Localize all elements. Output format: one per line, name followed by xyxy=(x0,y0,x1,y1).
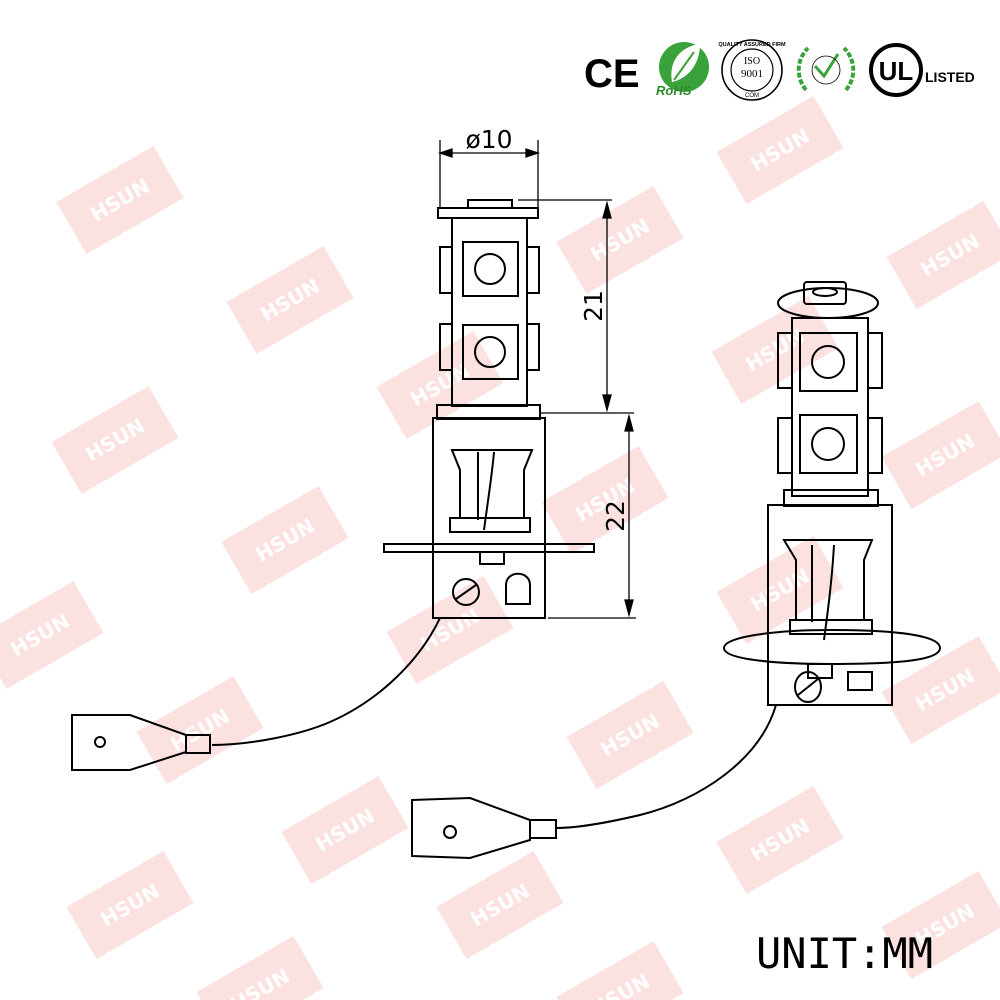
hsun-watermark: HSUN xyxy=(281,776,409,884)
hsun-watermark: HSUN xyxy=(196,936,324,1000)
led-chip xyxy=(799,414,858,474)
led-chip xyxy=(462,324,519,380)
hsun-watermark: HSUN xyxy=(556,186,684,294)
diameter-label: ø10 xyxy=(465,125,512,154)
front-flange xyxy=(383,543,595,553)
hsun-watermark: HSUN xyxy=(566,681,694,789)
perspective-connector xyxy=(411,796,531,860)
hsun-watermark: HSUN xyxy=(0,581,104,689)
led-emitter xyxy=(811,427,845,461)
hsun-watermark: HSUN xyxy=(716,536,844,644)
hsun-watermark: HSUN xyxy=(716,96,844,204)
led-chip xyxy=(462,241,519,297)
front-socket xyxy=(450,449,534,519)
upper-height-label: 21 xyxy=(579,290,608,322)
ce-mark: CE xyxy=(584,52,640,96)
screw-icon xyxy=(794,671,822,703)
hsun-watermark: HSUN xyxy=(386,576,514,684)
perspective-led-column xyxy=(791,317,869,497)
certification-logos: CE RoHS QUALITY ASSURED FIRM ISO 9001 CO… xyxy=(584,39,975,101)
front-top-nub xyxy=(467,199,513,209)
hsun-watermark: HSUN xyxy=(881,871,1000,979)
hsun-watermark: HSUN xyxy=(221,486,349,594)
hsun-watermark: HSUN xyxy=(226,246,354,354)
listed-text: LISTED xyxy=(925,69,975,85)
hsun-watermark: HSUN xyxy=(881,636,1000,744)
hsun-watermark: HSUN xyxy=(716,786,844,894)
hsun-watermark: HSUN xyxy=(881,401,1000,509)
hsun-watermark: HSUN xyxy=(136,676,264,784)
front-top-cap xyxy=(437,207,539,219)
hsun-watermark: HSUN xyxy=(436,851,564,959)
led-chip xyxy=(799,332,858,392)
ul-listed-icon: UL LISTED xyxy=(869,43,975,97)
ul-text: UL xyxy=(879,56,914,86)
front-housing xyxy=(432,417,546,619)
front-tab xyxy=(505,572,531,605)
hsun-watermark: HSUN xyxy=(51,386,179,494)
hsun-watermark: HSUN xyxy=(56,146,184,254)
hsun-watermark: HSUN xyxy=(711,296,839,404)
watermark-layer: HSUNHSUNHSUNHSUNHSUNHSUNHSUNHSUNHSUNHSUN… xyxy=(0,96,1000,1000)
iso-top-text: ISO xyxy=(744,56,760,67)
rohs-label: RoHS xyxy=(656,83,692,98)
front-view-bulb xyxy=(71,199,595,771)
hsun-watermark: HSUN xyxy=(556,941,684,1000)
led-emitter xyxy=(811,345,845,379)
perspective-flange xyxy=(722,628,942,666)
hsun-watermark: HSUN xyxy=(66,851,194,959)
hsun-watermark: HSUN xyxy=(886,201,1000,309)
perspective-wire xyxy=(555,704,777,829)
rohs-icon: RoHS xyxy=(656,42,709,98)
front-wire xyxy=(211,617,441,746)
hsun-watermark: HSUN xyxy=(541,446,669,554)
led-emitter xyxy=(474,336,506,368)
perspective-view-bulb xyxy=(411,281,942,860)
unit-label: UNIT:MM xyxy=(756,929,933,978)
iso-number-text: 9001 xyxy=(741,68,763,80)
iso-ring-text: QUALITY ASSURED FIRM xyxy=(718,42,786,48)
screw-icon xyxy=(452,578,480,606)
iso-9001-icon: QUALITY ASSURED FIRM ISO 9001 COM xyxy=(718,39,786,101)
dimension-lines xyxy=(437,140,636,619)
led-emitter xyxy=(474,253,506,285)
laurel-check-icon xyxy=(796,46,856,92)
iso-bottom-text: COM xyxy=(745,93,759,99)
perspective-housing xyxy=(767,504,893,706)
lower-height-label: 22 xyxy=(601,500,630,532)
